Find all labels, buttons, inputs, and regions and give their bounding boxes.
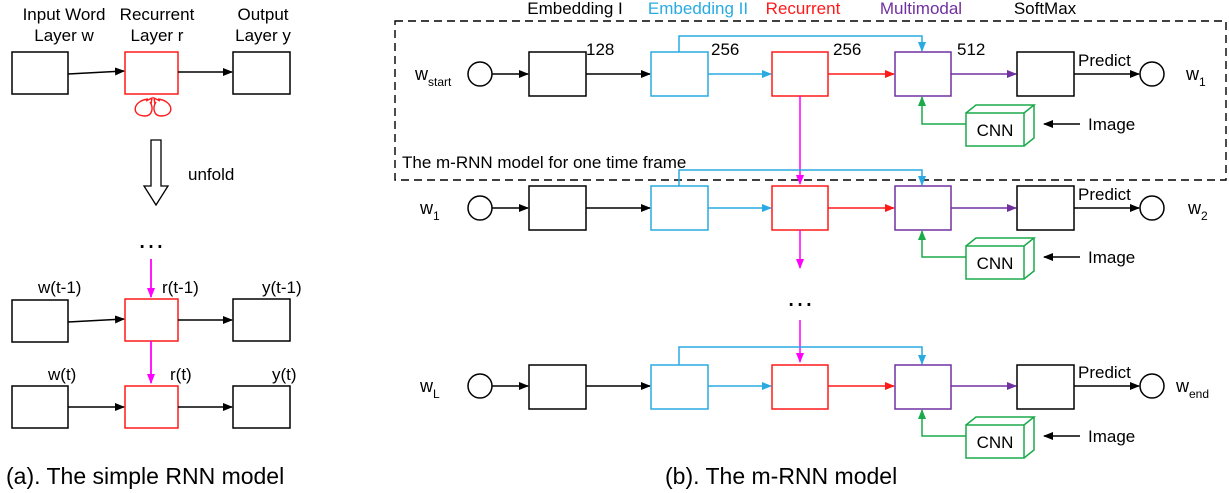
one-time-frame-dashed-box [394, 20, 1227, 181]
row1-output-circle [1139, 61, 1165, 87]
legend-embedding-ii: Embedding II [648, 0, 748, 18]
row3-input-label: wL [419, 376, 440, 401]
row1-cnn-cube: CNN [965, 104, 1037, 147]
frame-label: The m-RNN model for one time frame [402, 153, 686, 172]
w-t-1-box [11, 299, 69, 343]
row3-output-label: wend [1175, 376, 1209, 401]
dim-256-b: 256 [833, 40, 861, 59]
w-t-box [11, 385, 69, 429]
arrow-w-t-1-to-r [67, 315, 125, 324]
row2-cnn-cube: CNN [965, 237, 1037, 280]
label-w-t: w(t) [47, 365, 76, 384]
header-recurrent-line2: Layer r [131, 26, 184, 45]
row3-embedding2-box [650, 364, 709, 410]
row3-predict-label: Predict [1078, 363, 1131, 382]
row2-input-label: w1 [419, 198, 440, 223]
row1-embedding2-box [650, 51, 709, 97]
header-input-line1: Input Word [23, 5, 106, 24]
label-r-t: r(t) [170, 365, 192, 384]
row3-image-label: Image [1088, 427, 1135, 446]
label-r-t-1: r(t-1) [162, 278, 199, 297]
row2-softmax-box [1016, 185, 1075, 231]
dim-128: 128 [586, 40, 614, 59]
unfold-arrow-icon [142, 139, 170, 207]
row3-output-circle [1139, 373, 1165, 399]
output-layer-box [232, 51, 291, 95]
legend-softmax: SoftMax [1014, 0, 1077, 18]
row1-image-label: Image [1088, 115, 1135, 134]
caption-a: (a). The simple RNN model [6, 463, 284, 489]
row-2: w1 Predict w2 CNN Ima [419, 169, 1208, 280]
row2-output-circle [1139, 195, 1165, 221]
row3-embedding1-box [528, 364, 587, 410]
row2-multimodal-box [894, 185, 952, 231]
row1-input-circle [467, 61, 493, 87]
legend-multimodal: Multimodal [880, 0, 962, 18]
row2-image-label: Image [1088, 248, 1135, 267]
row1-input-label: wstart [414, 64, 452, 89]
legend-recurrent: Recurrent [766, 0, 841, 18]
row3-cnn-cube: CNN [965, 416, 1037, 459]
row2-recurrent-box [771, 185, 829, 231]
row3-softmax-box [1016, 364, 1075, 410]
legend-embedding-i: Embedding I [527, 0, 622, 18]
arrow-w-to-r [67, 67, 125, 76]
panel-b: Embedding I Embedding II Recurrent Multi… [394, 0, 1227, 489]
y-t-box [232, 385, 291, 429]
header-input-line2: Layer w [34, 26, 94, 45]
label-y-t-1: y(t-1) [262, 278, 302, 297]
header-output-line1: Output [237, 5, 288, 24]
row2-embedding1-box [528, 185, 587, 231]
row3-cnn-label: CNN [977, 433, 1014, 452]
panel-b-ellipsis: … [786, 281, 814, 312]
row1-skip-e2-mm [678, 35, 926, 52]
row1-predict-label: Predict [1078, 51, 1131, 70]
row1-embedding1-box [528, 51, 587, 97]
row1-output-label: w1 [1185, 64, 1206, 89]
dim-512: 512 [957, 40, 985, 59]
row2-cnn-label: CNN [977, 254, 1014, 273]
label-w-t-1: w(t-1) [37, 278, 81, 297]
input-word-layer-box [11, 51, 69, 95]
row3-arrow-cnn-mm [918, 409, 966, 437]
row3-recurrent-box [771, 364, 829, 410]
row1-arrow-cnn-mm [918, 96, 966, 125]
row1-multimodal-box [894, 51, 952, 97]
label-y-t: y(t) [272, 365, 297, 384]
row2-output-label: w2 [1187, 198, 1208, 223]
row2-embedding2-box [650, 185, 709, 231]
row3-multimodal-box [894, 364, 952, 410]
row1-recurrent-box [771, 51, 829, 97]
recurrent-loop-icon [134, 96, 172, 117]
row3-skip-e2-mm [678, 346, 926, 365]
row3-input-circle [467, 373, 493, 399]
header-output-line2: Layer y [235, 26, 291, 45]
row-1: wstart Predict w1 CNN [414, 35, 1206, 147]
row2-arrow-cnn-mm [918, 230, 966, 258]
panel-a: Input Word Layer w Recurrent Layer r Out… [6, 5, 302, 489]
row2-skip-e2-mm [678, 169, 926, 186]
panel-a-ellipsis: … [137, 223, 165, 254]
row2-input-circle [467, 195, 493, 221]
header-recurrent-line1: Recurrent [120, 5, 195, 24]
row1-cnn-label: CNN [977, 121, 1014, 140]
row-3: wL Predict wend CNN I [419, 346, 1209, 459]
r-t-1-box [124, 298, 179, 342]
unfold-label: unfold [188, 165, 234, 184]
y-t-1-box [232, 298, 291, 342]
caption-b: (b). The m-RNN model [665, 463, 897, 489]
dim-256-a: 256 [711, 40, 739, 59]
row1-softmax-box [1016, 51, 1075, 97]
recurrent-layer-box [124, 51, 179, 95]
r-t-box [124, 385, 179, 429]
row2-predict-label: Predict [1078, 185, 1131, 204]
